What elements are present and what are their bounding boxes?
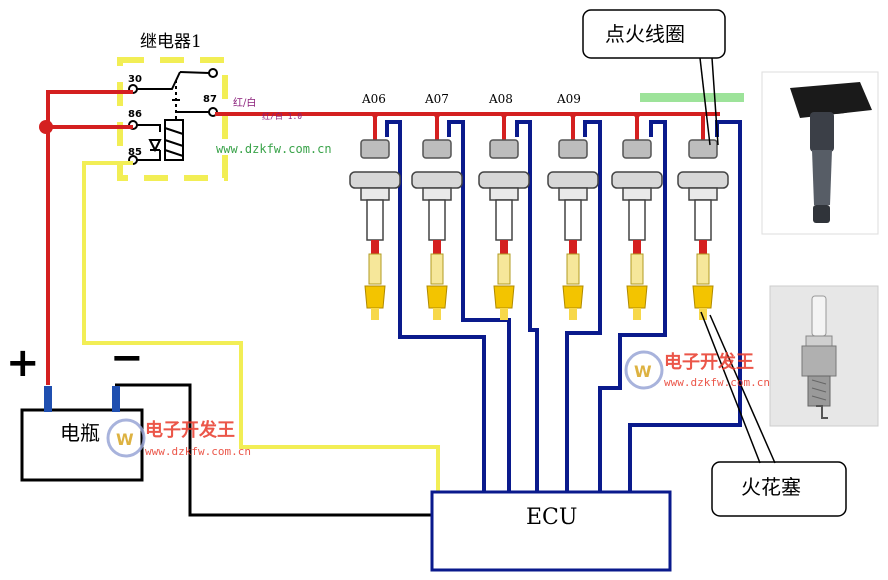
plug-electrode <box>633 308 641 320</box>
plug-insulator <box>430 253 444 285</box>
ground-wire <box>115 383 432 517</box>
battery: 电瓶 + − <box>6 335 144 482</box>
coil-terminal <box>633 240 641 254</box>
plug-electrode <box>433 308 441 320</box>
coil-head <box>677 171 729 189</box>
plug-tip <box>692 285 714 309</box>
plug-insulator <box>497 253 511 285</box>
coil-connector <box>360 139 390 159</box>
coil-neck <box>688 187 718 201</box>
cylinder-label-4: A09 <box>556 92 581 106</box>
svg-text:W: W <box>116 430 134 449</box>
coil-terminal <box>500 240 508 254</box>
coil-body <box>428 199 446 241</box>
cylinder-label-1: A06 <box>361 92 386 106</box>
coil-body <box>366 199 384 241</box>
coil-head <box>547 171 599 189</box>
plug-tip <box>364 285 386 309</box>
plug-tip <box>562 285 584 309</box>
plug-electrode <box>500 308 508 320</box>
watermark-url-1: www.dzkfw.com.cn <box>216 142 332 156</box>
coil-neck <box>622 187 652 201</box>
coil-body <box>628 199 646 241</box>
coil-assemblies <box>349 139 729 320</box>
relay: 继电器1 30 87 86 85 <box>117 32 228 181</box>
plug-electrode <box>699 308 707 320</box>
coil-head <box>478 171 530 189</box>
power-junction-dot <box>39 120 53 134</box>
watermark-3: W 电子开发王 www.dzkfw.com.cn <box>624 350 770 390</box>
coil-assembly-3 <box>478 139 530 320</box>
plug-insulator <box>630 253 644 285</box>
coil-connector <box>558 139 588 159</box>
cylinder-label-3: A08 <box>488 92 513 106</box>
coil-neck <box>558 187 588 201</box>
watermark-brand-3: 电子开发王 <box>664 351 754 373</box>
coil-assembly-6 <box>677 139 729 320</box>
coil-terminal <box>699 240 707 254</box>
watermark-1: www.dzkfw.com.cn <box>216 142 332 156</box>
relay-pin-85: 85 <box>128 147 142 158</box>
coil-callout: 点火线圈 <box>582 9 726 146</box>
plug-tip <box>493 285 515 309</box>
relay-pin-87: 87 <box>203 94 217 105</box>
coil-head <box>611 171 663 189</box>
plug-electrode <box>371 308 379 320</box>
coil-assembly-2 <box>411 139 463 320</box>
coil-callout-label: 点火线圈 <box>605 22 685 46</box>
bus-wire-label: 红/白 1.0 <box>262 111 302 121</box>
ecu: ECU <box>430 490 672 572</box>
plug-insulator <box>566 253 580 285</box>
relay-pin-86: 86 <box>128 109 142 120</box>
battery-label: 电瓶 <box>60 421 100 445</box>
plug-tip <box>626 285 648 309</box>
cylinder-label-2: A07 <box>424 92 449 106</box>
coil-connector <box>688 139 718 159</box>
coil-terminal <box>569 240 577 254</box>
coil-head <box>349 171 401 189</box>
coil-terminal <box>371 240 379 254</box>
coil-assembly-5 <box>611 139 663 320</box>
ignition-coil-photo <box>761 71 879 235</box>
coil-head <box>411 171 463 189</box>
plug-tip <box>426 285 448 309</box>
ecu-label: ECU <box>526 505 577 530</box>
relay-out-wire-label: 红/白 <box>233 96 256 109</box>
relay-pin-30: 30 <box>128 74 142 85</box>
watermark-2: W 电子开发王 www.dzkfw.com.cn <box>106 418 251 458</box>
watermark-url-2: www.dzkfw.com.cn <box>145 445 251 458</box>
coil-body <box>564 199 582 241</box>
coil-body <box>495 199 513 241</box>
relay-title: 继电器1 <box>140 32 202 52</box>
watermark-url-3: www.dzkfw.com.cn <box>664 376 770 389</box>
coil-neck <box>422 187 452 201</box>
plug-insulator <box>368 253 382 285</box>
svg-text:W: W <box>634 362 652 381</box>
coil-terminal <box>433 240 441 254</box>
coil-neck <box>489 187 519 201</box>
coil-connector <box>622 139 652 159</box>
coil-body <box>694 199 712 241</box>
plug-electrode <box>569 308 577 320</box>
watermark-brand-2: 电子开发王 <box>145 419 235 441</box>
coil-assembly-4 <box>547 139 599 320</box>
plug-callout: 火花塞 <box>700 311 847 517</box>
spark-plug-photo <box>769 285 879 427</box>
relay-control-wire <box>82 161 440 492</box>
plug-callout-label: 火花塞 <box>741 475 801 499</box>
battery-plus-sign: + <box>6 340 40 386</box>
plug-insulator <box>696 253 710 285</box>
coil-assembly-1 <box>349 139 401 320</box>
coil-connector <box>489 139 519 159</box>
coil-neck <box>360 187 390 201</box>
coil-connector <box>422 139 452 159</box>
battery-minus-sign: − <box>110 335 144 381</box>
